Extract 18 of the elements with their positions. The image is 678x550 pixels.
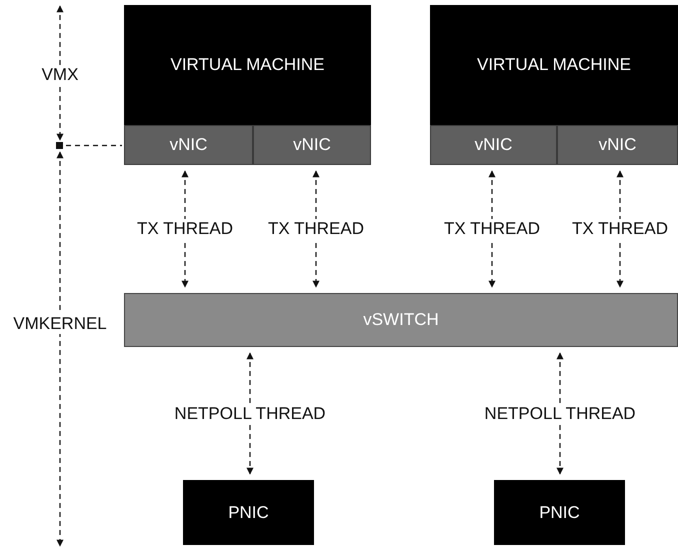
- node-label: PNIC: [539, 502, 580, 524]
- virtual-machine-box: [124, 5, 371, 165]
- virtual-machine-box: [430, 5, 678, 165]
- vswitch-bar: [124, 293, 678, 347]
- vnic-box: [124, 125, 253, 165]
- node-label: vSWITCH: [363, 309, 439, 332]
- vnic-box: [557, 125, 678, 165]
- pnic-box: [494, 480, 625, 545]
- node-label: PNIC: [228, 502, 269, 524]
- pnic-box: [183, 480, 314, 545]
- node-label: vNIC: [293, 134, 331, 156]
- vnic-box: [253, 125, 371, 165]
- node-label: VIRTUAL MACHINE: [170, 54, 324, 76]
- node-label: vNIC: [474, 134, 512, 156]
- node-label: VIRTUAL MACHINE: [477, 54, 631, 76]
- node-label: vNIC: [598, 134, 636, 156]
- node-label: vNIC: [170, 134, 208, 156]
- vnic-box: [430, 125, 557, 165]
